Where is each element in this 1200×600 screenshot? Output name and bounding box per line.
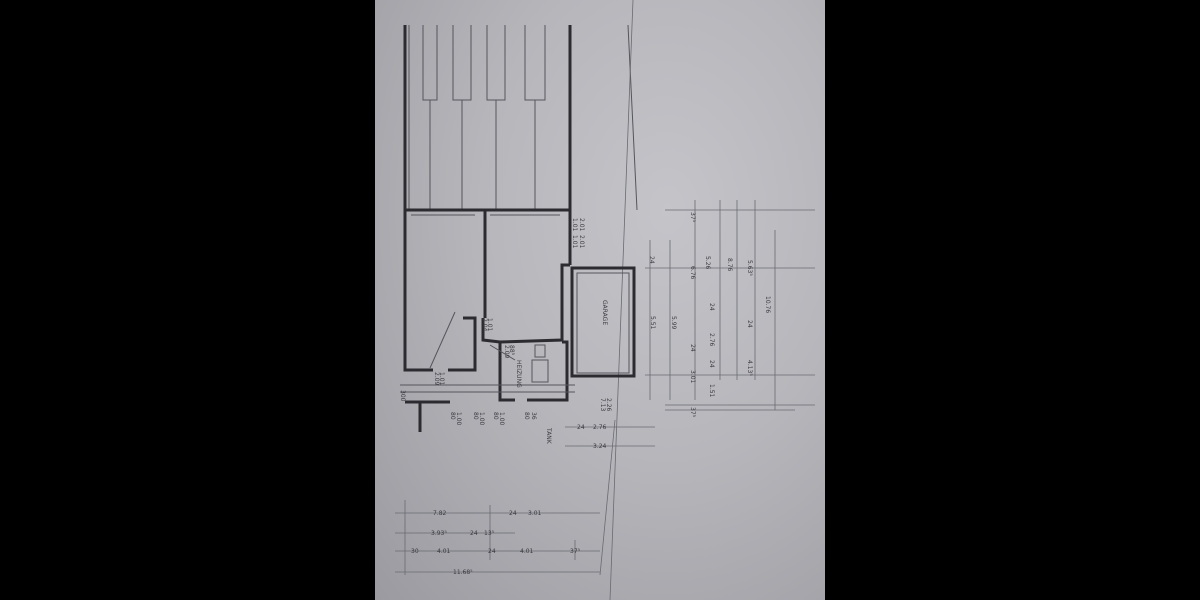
dim: 11.68⁵ — [453, 569, 473, 576]
dim: 2.76 — [708, 333, 715, 347]
dim: 5.51 — [649, 316, 656, 330]
dim: 2.09 — [433, 372, 440, 386]
tank-label: TANK — [545, 427, 552, 445]
dim: 1.00 — [478, 412, 485, 426]
dim: 3.93⁵ — [431, 530, 447, 537]
dim: 80 — [472, 412, 479, 420]
floor-plan-paper: GARAGE HEIZUNG TANK 1.01 2.01 1.01 2.01 … — [375, 0, 825, 600]
dim: 2.01 — [578, 235, 585, 249]
dim: 2.09 — [503, 345, 510, 359]
dim: 1.00 — [498, 412, 505, 426]
dim: 24 — [470, 530, 478, 537]
dim: 24 — [708, 303, 715, 311]
dim: 88⁵ — [508, 345, 515, 356]
dim: 7.13 — [599, 398, 606, 412]
dim: 3.24 — [593, 443, 607, 450]
dim: 1.01 — [571, 235, 578, 249]
dim: 7.82 — [433, 510, 447, 517]
dim: 4.01 — [437, 548, 451, 555]
dim: 6.76 — [689, 266, 696, 280]
dim: 2.26 — [605, 398, 612, 412]
room-label-garage: GARAGE — [601, 300, 608, 325]
dim: 5.63⁵ — [746, 260, 753, 276]
dim: 300 — [399, 390, 406, 402]
dim: 13⁵ — [484, 530, 495, 537]
dim: 10.76 — [764, 296, 771, 313]
dim: 24 — [708, 360, 715, 368]
dim: 24 — [577, 424, 585, 431]
dim: 3.01 — [689, 370, 696, 384]
room-label-heating: HEIZUNG — [515, 360, 522, 388]
upper-structure — [403, 0, 638, 600]
dim: 37⁵ — [689, 212, 696, 223]
dim: 80 — [523, 412, 530, 420]
dim: 1.51 — [708, 384, 715, 398]
labels: GARAGE HEIZUNG TANK 1.01 2.01 1.01 2.01 … — [399, 212, 771, 576]
dimension-lines — [395, 200, 815, 576]
dim: 1.00 — [455, 412, 462, 426]
dim: 37⁵ — [570, 548, 581, 555]
dim: 24 — [746, 320, 753, 328]
dim: 24 — [488, 548, 496, 555]
dim: 36 — [530, 412, 537, 420]
dim: 2.01 — [578, 218, 585, 232]
floor-plan-drawing: GARAGE HEIZUNG TANK 1.01 2.01 1.01 2.01 … — [395, 0, 815, 600]
dim: 80 — [449, 412, 456, 420]
dim: 4.01 — [520, 548, 534, 555]
dim: 2.76 — [593, 424, 607, 431]
dim: 80 — [492, 412, 499, 420]
dim: 24 — [509, 510, 517, 517]
dim: 24 — [689, 344, 696, 352]
dim: 5.99 — [670, 316, 677, 330]
dim: 1.01 — [486, 318, 493, 332]
dim: 30 — [411, 548, 419, 555]
dim: 8.76 — [726, 258, 733, 272]
dim: 5.26 — [704, 256, 711, 270]
dim: 2.04 — [481, 318, 488, 332]
dim: 1.01 — [571, 218, 578, 232]
dim: 4.13⁵ — [746, 360, 753, 376]
dim: 24 — [648, 256, 655, 264]
dim: 37⁵ — [689, 407, 696, 418]
dim: 1.01 — [438, 372, 445, 386]
dim: 3.01 — [528, 510, 542, 517]
walls — [400, 208, 636, 432]
